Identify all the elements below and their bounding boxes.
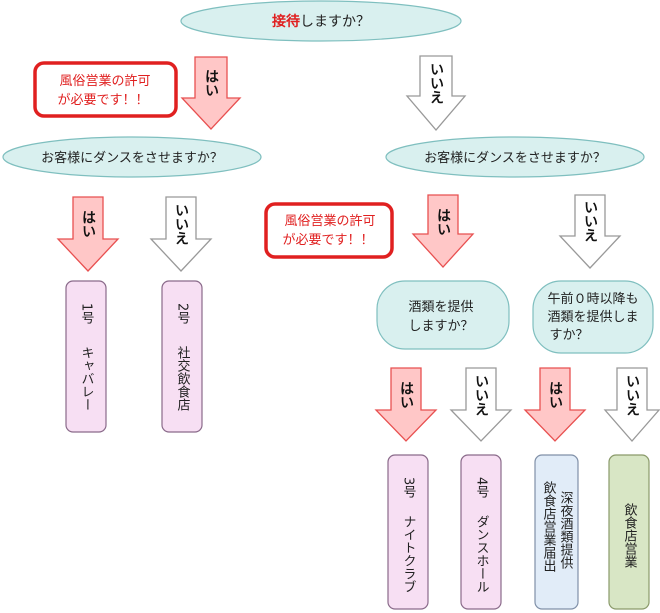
question-dance-right-text: お客様にダンスをさせますか？ [424, 150, 606, 166]
arrow-no-2-left-label: いいえ [173, 203, 189, 245]
arrow-yes-3-alcohol: はい [374, 367, 438, 442]
svg-text:すか？: すか？ [549, 328, 588, 343]
question-alcohol: 酒類を提供 しますか？ [376, 280, 510, 350]
result-nightclub-number: 3号 [401, 477, 417, 499]
result-dance-hall: 4号 ダンスホール [460, 454, 502, 610]
question-midnight-line-3: すか？ [549, 328, 588, 343]
arrow-yes-1: はい [180, 56, 242, 130]
permit-right-line-2: が必要です！！ [282, 233, 373, 248]
question-midnight-alcohol: 午前０時以降も 酒類を提供しま すか？ [532, 280, 654, 354]
result-social-restaurant-number: 2号 [175, 303, 191, 325]
result-dance-hall-number: 4号 [474, 477, 490, 499]
svg-text:酒類を提供しま: 酒類を提供しま [547, 309, 638, 325]
result-cabaret-name: キャバレー [79, 346, 95, 411]
result-social-restaurant: 2号 社交飲食店 [161, 280, 203, 433]
arrow-no-1-label: いいえ [428, 62, 444, 104]
arrow-yes-3-midnight-label: はい [547, 381, 563, 409]
question-entertainment: 接待しますか？ [180, 0, 462, 42]
question-dance-left-text: お客様にダンスをさせますか？ [41, 150, 223, 166]
svg-text:酒類を提供: 酒類を提供 [408, 299, 473, 315]
permit-right-line-1: 風俗営業の許可 [284, 213, 375, 229]
permit-left-line-1: 風俗営業の許可 [59, 73, 150, 89]
arrow-yes-3-alcohol-label: はい [398, 381, 414, 409]
arrow-no-3-midnight-label: いいえ [624, 374, 640, 416]
question-midnight-line-2: 酒類を提供しま [547, 309, 638, 325]
arrow-no-3-midnight: いいえ [603, 367, 660, 442]
arrow-no-2-left: いいえ [149, 196, 213, 272]
question-alcohol-line-1: 酒類を提供 [408, 299, 473, 315]
arrow-no-2-right-label: いいえ [582, 200, 598, 242]
result-cabaret-number: 1号 [79, 303, 95, 325]
arrow-no-1: いいえ [405, 55, 467, 132]
question-alcohol-line-2: しますか？ [408, 319, 473, 334]
svg-text:が必要です！！: が必要です！！ [57, 93, 148, 108]
question-midnight-line-1: 午前０時以降も [547, 291, 638, 307]
result-dance-hall-name: ダンスホール [474, 515, 489, 593]
arrow-yes-3-midnight: はい [523, 367, 587, 442]
result-nightclub-name: ナイトクラブ [401, 515, 416, 593]
svg-text:接待しますか？: 接待しますか？ [272, 13, 370, 30]
result-social-restaurant-name: 社交飲食店 [175, 345, 191, 411]
svg-text:風俗営業の許可: 風俗営業の許可 [59, 73, 150, 89]
result-nightclub: 3号 ナイトクラブ [387, 454, 429, 610]
permit-box-right: 風俗営業の許可 が必要です！！ [264, 202, 394, 259]
arrow-no-2-right: いいえ [558, 194, 622, 269]
question-dance-right: お客様にダンスをさせますか？ [385, 136, 645, 178]
arrow-yes-2-left-label: はい [80, 210, 96, 238]
result-restaurant-business: 飲食店営業 [608, 454, 650, 610]
arrow-yes-2-left: はい [56, 196, 120, 272]
permit-left-line-2: が必要です！！ [57, 93, 148, 108]
arrow-no-3-alcohol: いいえ [449, 367, 513, 442]
question-entertainment-text: しますか？ [300, 14, 370, 30]
arrow-no-3-alcohol-label: いいえ [473, 374, 489, 416]
question-dance-left: お客様にダンスをさせますか？ [2, 136, 262, 178]
arrow-yes-2-right: はい [411, 194, 475, 268]
result-cabaret: 1号 キャバレー [65, 280, 107, 433]
result-late-night-col-1: 深夜酒類提供 [558, 491, 574, 569]
arrow-yes-2-right-label: はい [435, 208, 451, 236]
result-late-night-col-2: 飲食店営業届出 [541, 480, 557, 572]
arrow-yes-1-label: はい [203, 69, 219, 97]
result-restaurant-business-name: 飲食店営業 [622, 502, 638, 568]
svg-text:が必要です！！: が必要です！！ [282, 233, 373, 248]
svg-text:風俗営業の許可: 風俗営業の許可 [284, 213, 375, 229]
svg-text:しますか？: しますか？ [408, 319, 473, 334]
permit-box-left: 風俗営業の許可 が必要です！！ [33, 61, 178, 118]
question-entertainment-emphasis: 接待 [272, 13, 300, 30]
result-late-night-bar-notification: 深夜酒類提供 飲食店営業届出 [534, 454, 579, 610]
svg-text:午前０時以降も: 午前０時以降も [547, 291, 638, 307]
